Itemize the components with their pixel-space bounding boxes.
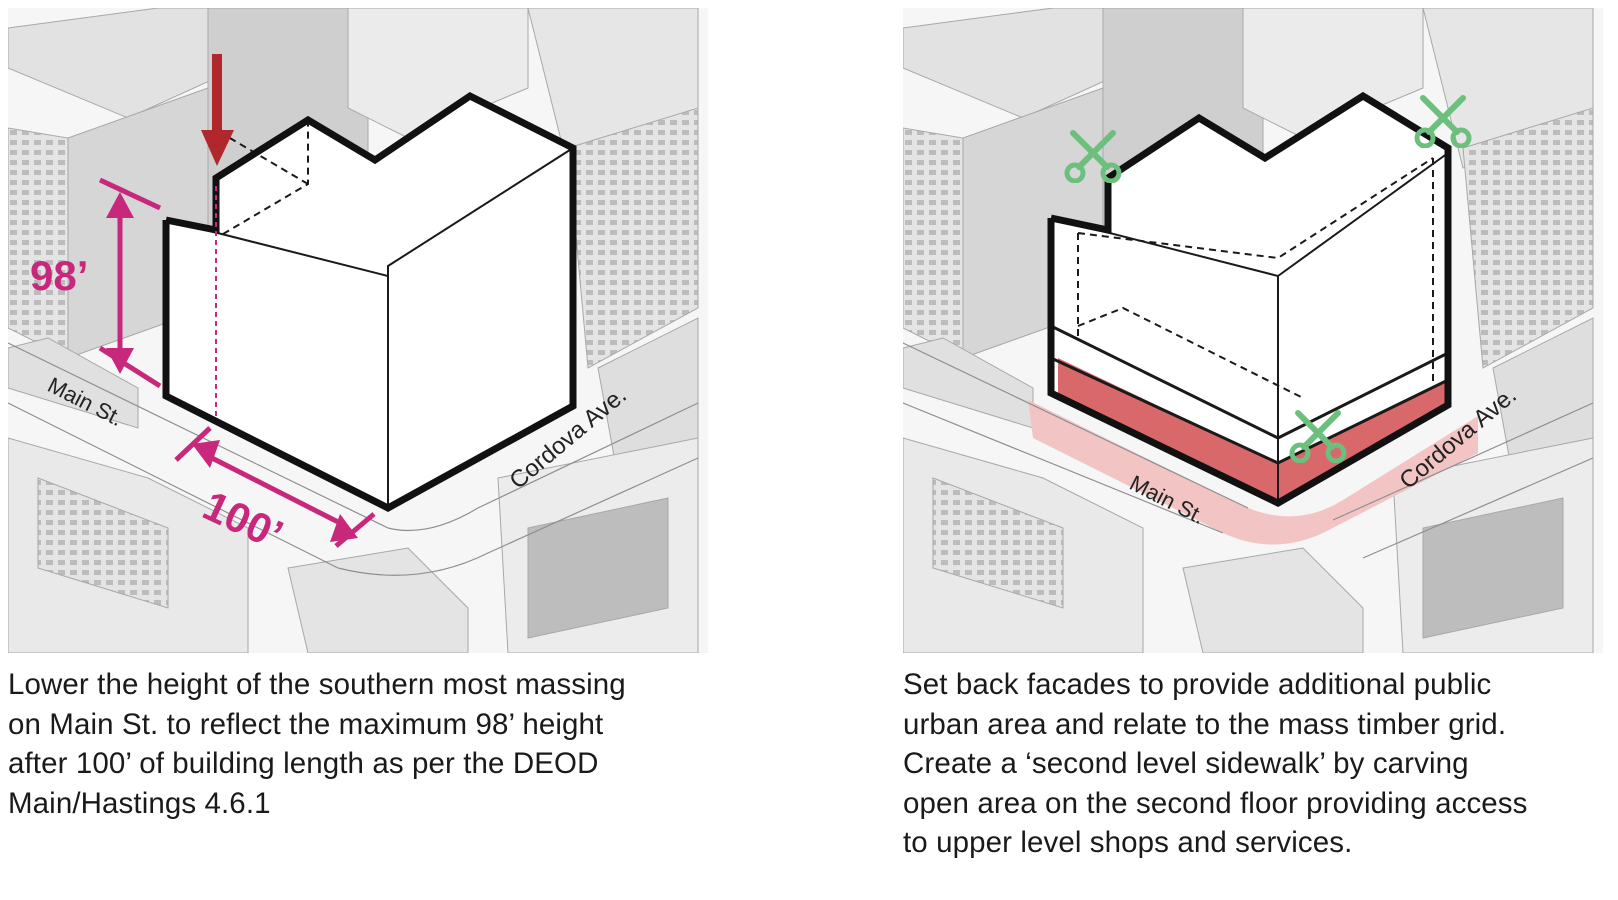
left-panel: 98’ 100’ Main St. Cordova Ave. Lower the… <box>8 8 708 823</box>
caption-line: Set back facades to provide additional p… <box>903 668 1492 701</box>
length-dimension <box>174 426 376 548</box>
caption-line: to upper level shops and services. <box>903 826 1353 859</box>
street-edges <box>903 342 1594 559</box>
height-reduction-diagram: 98’ 100’ Main St. Cordova Ave. <box>8 8 708 653</box>
caption-line: after 100’ of building length as per the… <box>8 747 599 780</box>
street-edges <box>8 342 699 576</box>
lower-height-arrow <box>201 54 234 166</box>
right-panel: Main St. Cordova Ave. Set back facades t… <box>903 8 1610 863</box>
caption-line: Main/Hastings 4.6.1 <box>8 786 271 820</box>
right-caption: Set back facades to provide additional p… <box>903 665 1610 863</box>
caption-line: urban area and relate to the mass timber… <box>903 707 1507 741</box>
left-caption: Lower the height of the southern most ma… <box>8 665 708 823</box>
caption-line: on Main St. to reflect the maximum 98’ h… <box>8 707 604 741</box>
caption-line: Lower the height of the southern most ma… <box>8 668 626 701</box>
caption-line: Create a ‘second level sidewalk’ by carv… <box>903 747 1469 780</box>
public-sidewalk-area <box>1028 400 1478 545</box>
setback-diagram: Main St. Cordova Ave. <box>903 8 1603 653</box>
building-massing <box>1047 91 1452 507</box>
caption-line: open area on the second floor providing … <box>903 786 1528 820</box>
ground-setback <box>1278 380 1448 500</box>
second-level-sidewalk <box>1058 358 1278 500</box>
height-dimension <box>98 177 162 389</box>
height-label: 98’ <box>30 252 88 299</box>
building-massing <box>162 91 577 512</box>
